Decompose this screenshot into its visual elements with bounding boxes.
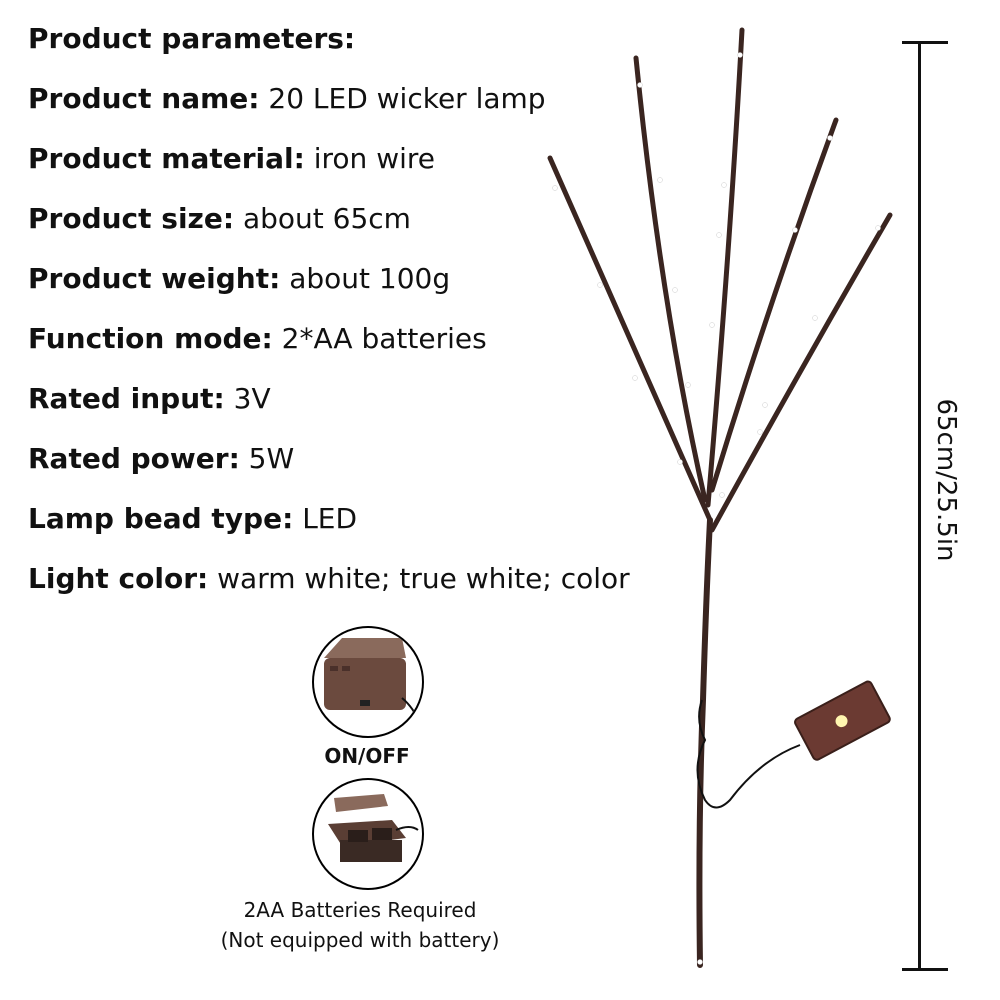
param-function-mode: Function mode: 2*AA batteries xyxy=(28,314,630,374)
param-product-weight: Product weight: about 100g xyxy=(28,254,630,314)
param-value: iron wire xyxy=(313,142,435,175)
param-label: Rated input: xyxy=(28,382,225,415)
param-value: about 100g xyxy=(289,262,451,295)
dimension-bottom-tick xyxy=(902,968,948,971)
param-label: Product size: xyxy=(28,202,235,235)
param-label: Rated power: xyxy=(28,442,240,475)
battery-compartment-icon xyxy=(312,778,424,890)
param-product-size: Product size: about 65cm xyxy=(28,194,630,254)
switch-caption: ON/OFF xyxy=(324,744,410,768)
param-value: 5W xyxy=(248,442,295,475)
param-value: about 65cm xyxy=(242,202,411,235)
param-light-color: Light color: warm white; true white; col… xyxy=(28,554,630,614)
param-label: Product material: xyxy=(28,142,305,175)
dimension-label: 65cm/25.5in xyxy=(931,398,961,562)
params-heading: Product parameters: xyxy=(28,22,356,55)
param-lamp-bead-type: Lamp bead type: LED xyxy=(28,494,630,554)
param-value: 20 LED wicker lamp xyxy=(268,82,546,115)
product-parameters: Product parameters: Product name: 20 LED… xyxy=(28,14,630,614)
dimension-top-tick xyxy=(902,41,948,44)
battery-caption: 2AA Batteries Required xyxy=(243,898,477,922)
param-label: Product name: xyxy=(28,82,260,115)
param-value: warm white; true white; color xyxy=(217,562,630,595)
dimension-arrow xyxy=(918,42,921,970)
param-rated-power: Rated power: 5W xyxy=(28,434,630,494)
param-value: LED xyxy=(302,502,358,535)
battery-box-icon xyxy=(312,626,424,738)
param-product-name: Product name: 20 LED wicker lamp xyxy=(28,74,630,134)
param-label: Product weight: xyxy=(28,262,281,295)
param-value: 2*AA batteries xyxy=(281,322,487,355)
param-value: 3V xyxy=(233,382,271,415)
param-product-material: Product material: iron wire xyxy=(28,134,630,194)
param-label: Lamp bead type: xyxy=(28,502,294,535)
battery-note: (Not equipped with battery) xyxy=(220,928,500,952)
param-label: Function mode: xyxy=(28,322,273,355)
param-label: Light color: xyxy=(28,562,209,595)
param-rated-input: Rated input: 3V xyxy=(28,374,630,434)
